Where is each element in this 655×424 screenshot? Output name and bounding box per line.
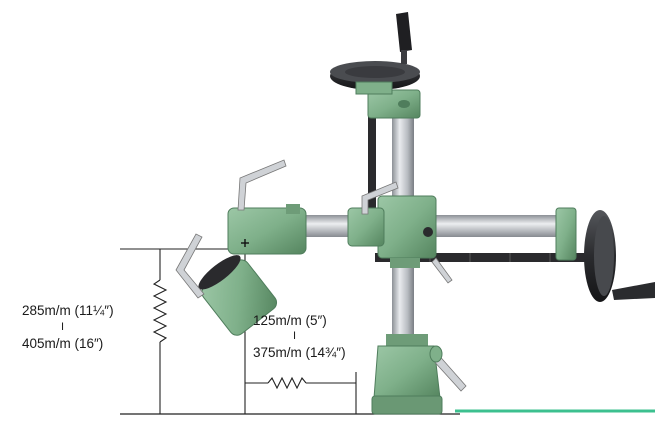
head-block	[227, 204, 307, 255]
horizontal-screw	[375, 253, 590, 262]
top-handle-icon[interactable]	[396, 12, 412, 64]
horizontal-max-label: 375m/m (14¾″)	[253, 345, 346, 360]
angled-feed-head	[198, 255, 278, 336]
vertical-dimension	[120, 248, 245, 414]
carriage-lever-icon[interactable]	[361, 181, 399, 215]
crosshair-icon	[241, 239, 249, 247]
top-collar	[367, 89, 421, 119]
horizontal-dimension	[244, 249, 357, 414]
base-pedestal	[371, 334, 443, 415]
feed-lever-icon[interactable]	[175, 233, 205, 299]
central-carriage	[347, 195, 437, 268]
collar-screw-icon	[398, 100, 410, 108]
screw-lever-icon[interactable]	[431, 257, 453, 284]
top-handwheel[interactable]	[330, 61, 420, 95]
horizontal-min-label: 125m/m (5″)	[253, 313, 327, 328]
vertical-min-label: 285m/m (11¼″)	[22, 303, 114, 318]
arm-end-bracket	[555, 207, 577, 261]
lock-screw-icon	[423, 227, 433, 237]
vertical-max-label: 405m/m (16″)	[22, 336, 104, 351]
side-handwheel[interactable]	[584, 210, 655, 302]
rear-screw	[368, 110, 376, 230]
horizontal-separator: I	[293, 330, 297, 342]
vertical-separator: I	[61, 321, 65, 333]
head-lever-icon[interactable]	[237, 159, 287, 211]
